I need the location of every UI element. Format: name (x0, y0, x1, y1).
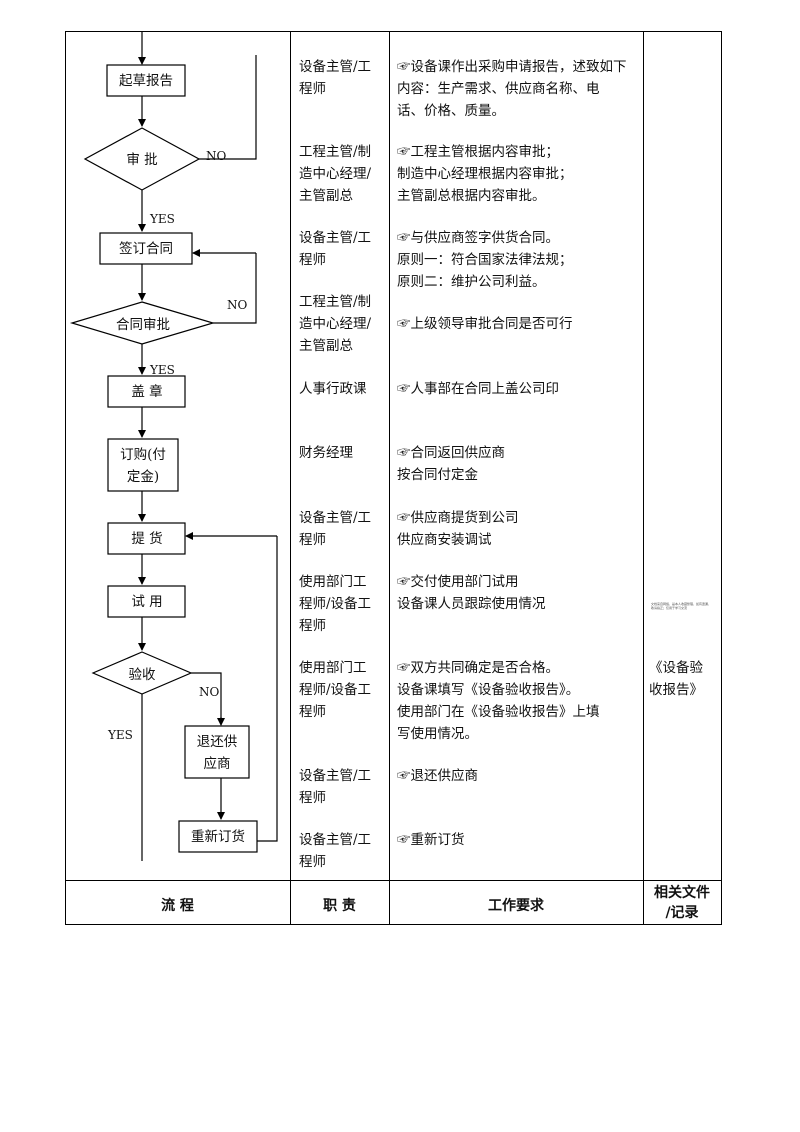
duty-cell: 工程主管/制 造中心经理/ 主管副总 (299, 144, 372, 204)
duty-cell: 财务经理 (299, 445, 353, 461)
return-supplier-line2: 应商 (204, 755, 231, 772)
return-supplier-box (184, 725, 250, 779)
no-loop-line (199, 55, 257, 160)
no-branch-line (191, 672, 222, 724)
return-supplier-line1: 退还供 (197, 734, 238, 750)
procedure-table: 起草报告 审 批 签订合同 合同审批 盖 章 订购(付 定金) 提 货 试 用 … (65, 31, 722, 925)
header-related-docs: 相关文件 /记录 (654, 885, 710, 921)
pickup-box (107, 522, 186, 555)
requirement-cell: ☞工程主管根据内容审批； 制造中心经理根据内容审批； 主管副总根据内容审批。 (397, 144, 573, 204)
table-border-right (721, 31, 722, 925)
duty-cell: 工程主管/制 造中心经理/ 主管副总 (299, 294, 372, 354)
draft-report-label: 起草报告 (119, 73, 173, 89)
trial-box (107, 585, 186, 618)
draft-report-box (106, 64, 186, 97)
requirement-cell: ☞双方共同确定是否合格。 设备课填写《设备验收报告》。 使用部门在《设备验收报告… (397, 660, 600, 742)
acceptance-label: 验收 (129, 667, 156, 683)
duty-cell: 人事行政课 (299, 381, 367, 397)
stamp-label: 盖 章 (131, 383, 162, 400)
duty-cell: 使用部门工 程师/设备工 程师 (299, 574, 372, 634)
contract-review-label: 合同审批 (116, 317, 170, 333)
requirement-cell: ☞上级领导审批合同是否可行 (397, 316, 573, 332)
table-border-bottom (65, 924, 722, 925)
column-divider (290, 31, 291, 925)
process-flowchart: 起草报告 审 批 签订合同 合同审批 盖 章 订购(付 定金) 提 货 试 用 … (69, 31, 278, 861)
reorder-box (178, 820, 258, 853)
approve-yes-label: YES (149, 212, 175, 226)
requirement-cell: ☞合同返回供应商 按合同付定金 (397, 445, 505, 483)
trial-label: 试 用 (131, 594, 162, 610)
requirement-cell: ☞人事部在合同上盖公司印 (397, 381, 559, 397)
order-deposit-box (107, 438, 179, 492)
duty-cell: 设备主管/工 程师 (299, 59, 372, 97)
stamp-box (107, 375, 186, 408)
requirement-cell: ☞设备课作出采购申请报告，述致如下 内容：生产需求、供应商名称、电 话、价格、质… (397, 59, 627, 119)
duty-cell: 使用部门工 程师/设备工 程师 (299, 660, 372, 720)
acceptance-report-doc: 《设备验 收报告》 (649, 660, 703, 698)
duty-cell: 设备主管/工 程师 (299, 510, 372, 548)
order-label-line1: 订购(付 (120, 447, 166, 463)
requirement-cell: ☞交付使用部门试用 设备课人员跟踪使用情况 (397, 574, 546, 612)
duty-cell: 设备主管/工 程师 (299, 768, 372, 806)
no-loop-line (213, 253, 257, 324)
table-border-left (65, 31, 66, 925)
duty-cell: 设备主管/工 程师 (299, 230, 372, 268)
pickup-label: 提 货 (131, 530, 162, 547)
requirement-cell: ☞与供应商签字供货合同。 原则一：符合国家法律法规； 原则二：维护公司利益。 (397, 230, 573, 290)
header-duty: 职 责 (323, 898, 356, 914)
sign-contract-label: 签订合同 (119, 240, 173, 257)
requirement-cell: ☞供应商提货到公司 供应商安装调试 (397, 510, 519, 548)
contract-yes-label: YES (149, 363, 175, 377)
approve-no-label: NO (206, 149, 227, 163)
requirement-cell: ☞退还供应商 (397, 768, 478, 784)
table-border-top (65, 31, 722, 32)
order-label-line2: 定金) (127, 469, 159, 485)
duty-cell: 设备主管/工 程师 (299, 832, 372, 870)
header-requirements: 工作要求 (488, 898, 544, 914)
reorder-label: 重新订货 (191, 828, 245, 845)
column-divider (643, 31, 644, 925)
accept-no-label: NO (199, 685, 220, 699)
header-process: 流 程 (161, 898, 194, 914)
reorder-loop-line (257, 536, 278, 842)
sign-contract-box (99, 232, 193, 265)
requirement-cell: ☞重新订货 (397, 832, 465, 848)
approve-label: 审 批 (126, 152, 157, 168)
source-note: 文档来自网络，是本人收藏整理，如有遗漏，敬请指正；仅用于学习交流 (651, 602, 712, 610)
header-divider (65, 880, 722, 881)
contract-no-label: NO (227, 298, 248, 312)
accept-yes-label: YES (107, 728, 133, 742)
column-divider (389, 31, 390, 925)
